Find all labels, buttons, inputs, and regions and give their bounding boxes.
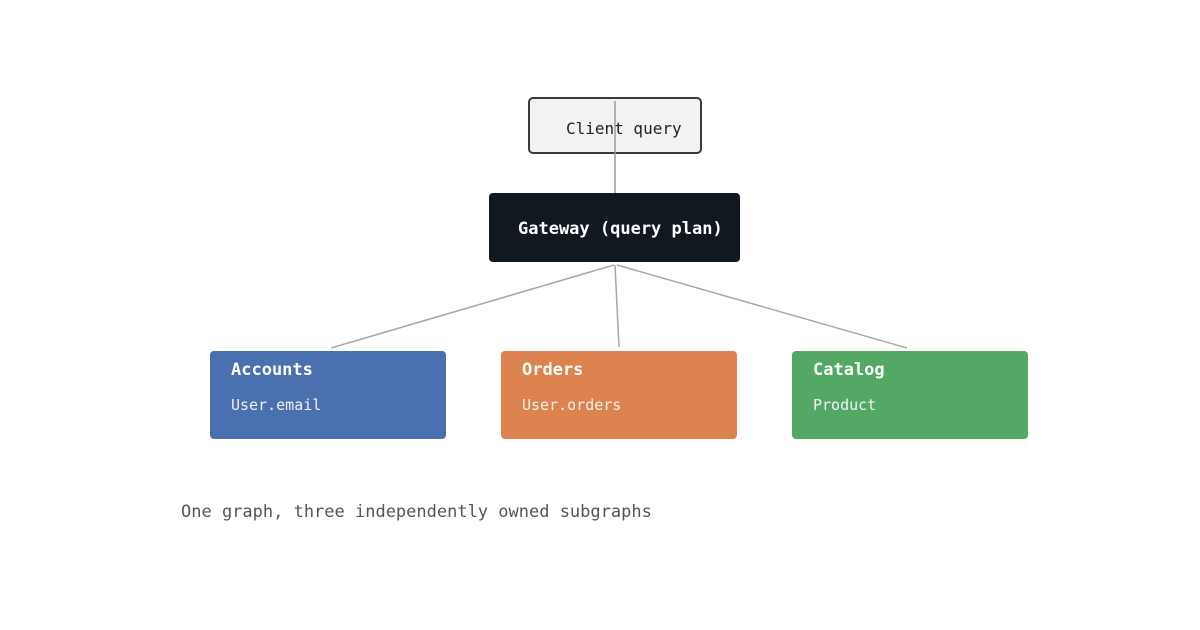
subgraph-catalog-title: Catalog [813, 360, 885, 380]
diagram-caption: One graph, three independently owned sub… [181, 502, 652, 522]
edge-gateway-orders [614, 264, 620, 348]
subgraph-orders-title: Orders [522, 360, 584, 380]
subgraph-accounts-title: Accounts [231, 360, 313, 380]
subgraph-orders-field: User.orders [522, 396, 622, 414]
subgraph-orders: Orders User.orders [501, 351, 737, 439]
gateway-node: Gateway (query plan) [489, 193, 740, 262]
client-query-label: Client query [566, 119, 682, 138]
client-query-node: Client query [528, 97, 702, 154]
gateway-label: Gateway (query plan) [518, 219, 723, 239]
subgraph-catalog-field: Product [813, 396, 877, 414]
subgraph-catalog: Catalog Product [792, 351, 1028, 439]
subgraph-accounts-field: User.email [231, 396, 322, 414]
edge-gateway-accounts [330, 264, 615, 349]
subgraph-accounts: Accounts User.email [210, 351, 446, 439]
edge-gateway-catalog [616, 264, 908, 349]
